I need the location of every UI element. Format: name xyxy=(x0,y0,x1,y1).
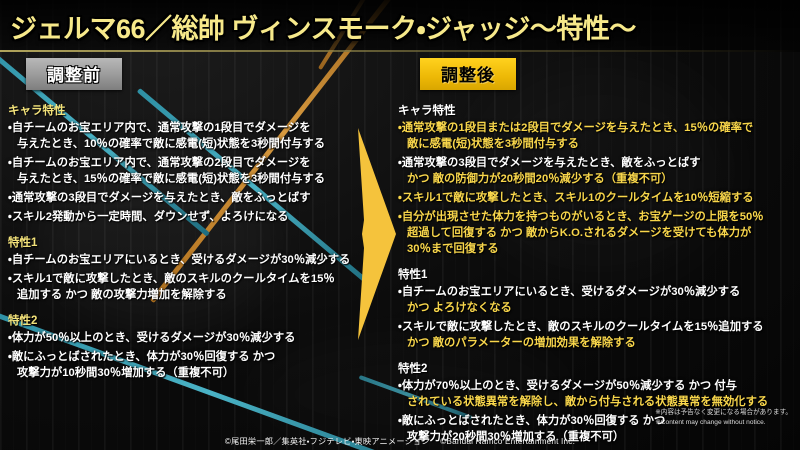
before-column: 調整前 キャラ特性 ・自チームのお宝エリア内で、通常攻撃の1段目でダメージを 与… xyxy=(8,52,380,390)
list-item: ・体力が70％以上のとき、受けるダメージが50％減少する かつ 付与 されている… xyxy=(398,380,769,409)
page-title: ジェルマ66／総帥 ヴィンスモーク・ジャッジ〜特性〜 xyxy=(10,13,636,44)
title-divider xyxy=(0,50,800,52)
list-item: ・通常攻撃の1段目または2段目でダメージを与えたとき、15％の確率で 敵に感電(… xyxy=(398,122,754,151)
list-item: ・自チームのお宝エリアにいるとき、受けるダメージが30％減少する xyxy=(8,254,351,267)
notice-line-en: ※Content may change without notice. xyxy=(655,418,766,426)
after-section-trait-2: 特性2 ・体力が70％以上のとき、受けるダメージが50％減少する かつ 付与 さ… xyxy=(398,360,796,445)
section-title: 特性2 xyxy=(8,315,38,328)
list-item: ・通常攻撃の3段目でダメージを与えたとき、敵をふっとばす xyxy=(8,192,311,205)
list-item: ・敵にふっとばされたとき、体力が30％回復する かつ 攻撃力が20秒間30％増加… xyxy=(398,415,666,444)
section-title: 特性2 xyxy=(398,363,428,376)
list-item: ・通常攻撃の3段目でダメージを与えたとき、敵をふっとばす かつ 敵の防御力が20… xyxy=(398,157,701,186)
before-sections: キャラ特性 ・自チームのお宝エリア内で、通常攻撃の1段目でダメージを 与えたとき… xyxy=(8,102,380,381)
list-item: ・敵にふっとばされたとき、体力が30％回復する かつ 攻撃力が10秒間30％増加… xyxy=(8,351,276,380)
list-item: ・自チームのお宝エリア内で、通常攻撃の1段目でダメージを 与えたとき、10％の確… xyxy=(8,122,326,151)
after-section-trait-1: 特性1 ・自チームのお宝エリアにいるとき、受けるダメージが30％減少する かつ … xyxy=(398,266,796,351)
section-title: 特性1 xyxy=(398,269,428,282)
after-column: 調整後 キャラ特性 ・通常攻撃の1段目または2段目でダメージを与えたとき、15％… xyxy=(398,52,796,450)
before-section-trait-1: 特性1 ・自チームのお宝エリアにいるとき、受けるダメージが30％減少する ・スキ… xyxy=(8,234,380,303)
before-section-trait-2: 特性2 ・体力が50％以上のとき、受けるダメージが30％減少する ・敵にふっとば… xyxy=(8,312,380,381)
right-arrow-icon xyxy=(358,128,396,340)
change-notice: ※内容は予告なく変更になる場合があります。 ※Content may chang… xyxy=(655,408,792,428)
after-badge: 調整後 xyxy=(420,58,516,90)
copyright-publisher: ©Bandai Namco Entertainment Inc. xyxy=(440,437,576,446)
after-sections: キャラ特性 ・通常攻撃の1段目または2段目でダメージを与えたとき、15％の確率で… xyxy=(398,102,796,446)
list-item: ・スキル1で敵に攻撃したとき、敵のスキルのクールタイムを15％ 追加する かつ … xyxy=(8,273,335,302)
list-item: ・スキルで敵に攻撃したとき、敵のスキルのクールタイムを15％追加する かつ 敵の… xyxy=(398,321,764,350)
comparison-columns: 調整前 キャラ特性 ・自チームのお宝エリア内で、通常攻撃の1段目でダメージを 与… xyxy=(0,52,800,450)
section-title: キャラ特性 xyxy=(398,105,456,117)
after-section-character-traits: キャラ特性 ・通常攻撃の1段目または2段目でダメージを与えたとき、15％の確率で… xyxy=(398,102,796,257)
copyright-anime: ©尾田栄一郎／集英社・フジテレビ・東映アニメーション xyxy=(224,437,430,446)
list-item: ・自チームのお宝エリアにいるとき、受けるダメージが30％減少する かつ よろけな… xyxy=(398,286,741,315)
section-title: 特性1 xyxy=(8,237,38,250)
list-item: ・体力が50％以上のとき、受けるダメージが30％減少する xyxy=(8,332,296,345)
list-item: ・スキル2発動から一定時間、ダウンせず、よろけになる xyxy=(8,211,289,224)
before-section-character-traits: キャラ特性 ・自チームのお宝エリア内で、通常攻撃の1段目でダメージを 与えたとき… xyxy=(8,102,380,225)
before-badge: 調整前 xyxy=(26,58,122,90)
title-bar: ジェルマ66／総帥 ヴィンスモーク・ジャッジ〜特性〜 xyxy=(0,0,800,52)
section-title: キャラ特性 xyxy=(8,105,66,117)
list-item: ・自分が出現させた体力を持つものがいるとき、お宝ゲージの上限を50％ 超過して回… xyxy=(398,211,764,256)
notice-line-ja: ※内容は予告なく変更になる場合があります。 xyxy=(655,408,792,416)
list-item: ・スキル1で敵に攻撃したとき、スキル1のクールタイムを10％短縮する xyxy=(398,192,754,205)
list-item: ・自チームのお宝エリア内で、通常攻撃の2段目でダメージを 与えたとき、15％の確… xyxy=(8,157,326,186)
copyright: ©尾田栄一郎／集英社・フジテレビ・東映アニメーション ©Bandai Namco… xyxy=(0,435,800,447)
